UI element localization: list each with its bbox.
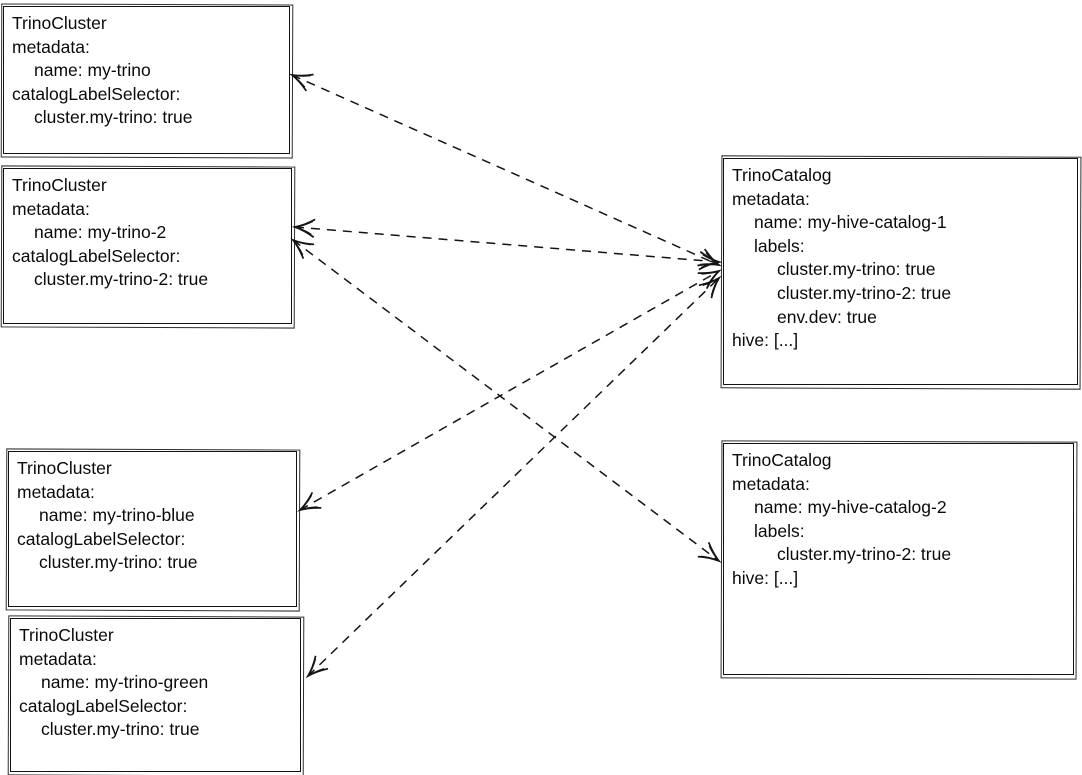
trinocluster-my-trino-2-box: TrinoCluster metadata: name: my-trino-2 … (3, 168, 292, 324)
yaml-line-label: cluster.my-trino: true (34, 107, 193, 128)
edge-my-trino-green--my-hive-catalog-1 (308, 278, 719, 676)
yaml-line-label: cluster.my-trino: true (777, 259, 936, 280)
yaml-line-selector: catalogLabelSelector: (17, 528, 186, 549)
yaml-line-metadata: metadata: (732, 473, 810, 494)
yaml-line-label: cluster.my-trino-2: true (34, 269, 209, 290)
yaml-line-metadata: metadata: (12, 198, 90, 219)
resource-kind: TrinoCluster (17, 458, 112, 478)
yaml-line-hive: hive: [...] (732, 330, 799, 351)
yaml-line-label: cluster.my-trino-2: true (777, 544, 952, 565)
edge-my-trino-blue--my-hive-catalog-1 (300, 271, 719, 510)
resource-kind: TrinoCluster (12, 175, 107, 195)
yaml-line-name: name: my-trino-blue (39, 505, 195, 526)
yaml-line-label: cluster.my-trino: true (41, 719, 200, 740)
yaml-line-name: name: my-trino-2 (34, 222, 167, 243)
resource-kind: TrinoCatalog (732, 165, 832, 185)
yaml-line-name: name: my-trino (34, 60, 151, 81)
yaml-line-labels: labels: (754, 520, 805, 541)
resource-kind: TrinoCluster (12, 13, 107, 33)
edge-my-trino--my-hive-catalog-1 (292, 75, 719, 265)
trinocatalog-my-hive-catalog-1-box: TrinoCatalog metadata: name: my-hive-cat… (723, 158, 1078, 385)
trinocluster-my-trino-box: TrinoCluster metadata: name: my-trino ca… (3, 6, 290, 154)
yaml-line-selector: catalogLabelSelector: (12, 245, 181, 266)
edge-my-trino-2--my-hive-catalog-1 (295, 227, 719, 262)
yaml-line-metadata: metadata: (12, 36, 90, 57)
yaml-line-metadata: metadata: (17, 481, 95, 502)
yaml-line-name: name: my-trino-green (41, 672, 209, 693)
resource-kind: TrinoCluster (19, 625, 114, 645)
resource-kind: TrinoCatalog (732, 450, 832, 470)
yaml-line-hive: hive: [...] (732, 567, 799, 588)
yaml-line-label: cluster.my-trino-2: true (777, 282, 952, 303)
yaml-line-selector: catalogLabelSelector: (19, 695, 188, 716)
yaml-line-metadata: metadata: (732, 188, 810, 209)
yaml-line-label: env.dev: true (777, 306, 877, 327)
yaml-line-labels: labels: (754, 235, 805, 256)
yaml-line-name: name: my-hive-catalog-2 (754, 497, 947, 518)
yaml-line-name: name: my-hive-catalog-1 (754, 212, 947, 233)
edge-my-trino-2--my-hive-catalog-2 (293, 240, 719, 561)
trinocluster-my-trino-blue-box: TrinoCluster metadata: name: my-trino-bl… (8, 451, 297, 607)
yaml-line-selector: catalogLabelSelector: (12, 83, 181, 104)
trinocluster-my-trino-green-box: TrinoCluster metadata: name: my-trino-gr… (10, 618, 301, 772)
yaml-line-metadata: metadata: (19, 648, 97, 669)
trinocatalog-my-hive-catalog-2-box: TrinoCatalog metadata: name: my-hive-cat… (723, 443, 1074, 675)
yaml-line-label: cluster.my-trino: true (39, 552, 198, 573)
